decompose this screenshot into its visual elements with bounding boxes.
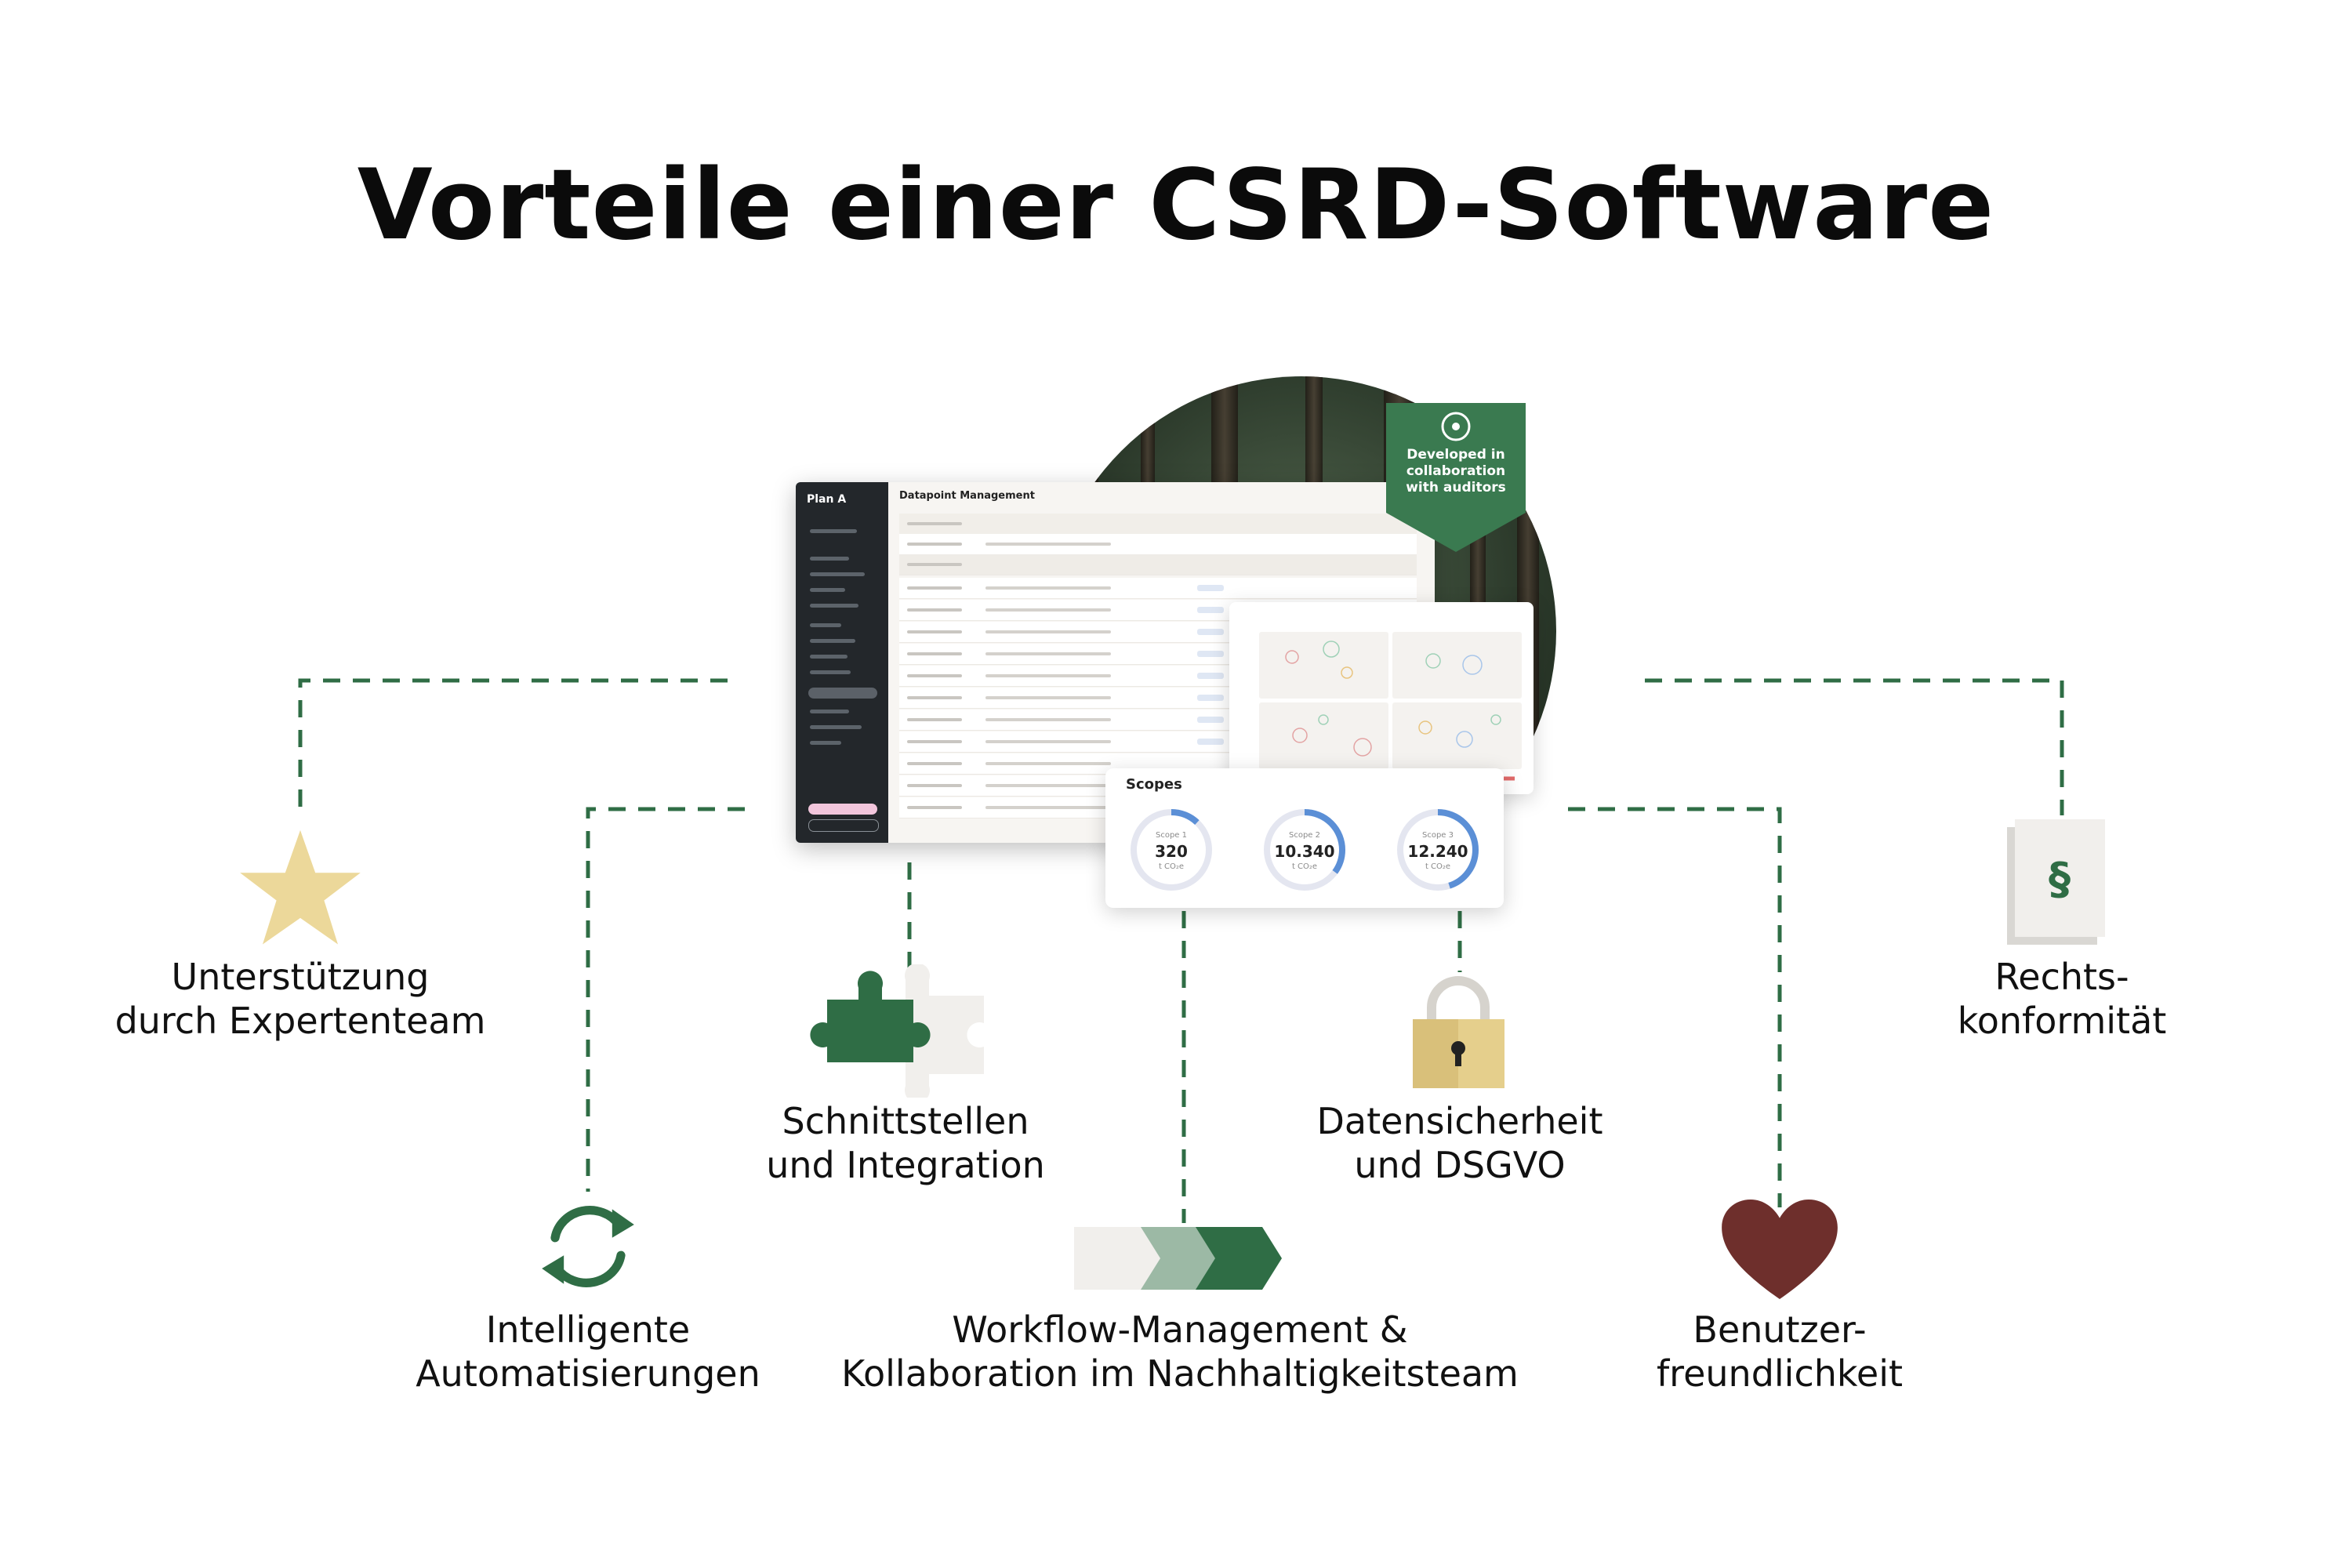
scope-value: 320 xyxy=(1155,842,1188,861)
benefit-compliance-label: Rechts-konformität xyxy=(1957,956,2167,1042)
refresh-arrows-icon xyxy=(542,1206,634,1287)
scope-unit: t CO₂e xyxy=(1158,862,1185,871)
connector-compliance xyxy=(1645,678,2064,815)
scope-ring-fill-2 xyxy=(1264,809,1345,891)
scope-value: 12.240 xyxy=(1407,842,1468,861)
dashboard-heading: Datapoint Management xyxy=(899,490,1035,502)
scope-label: Scope 3 xyxy=(1421,831,1454,840)
paragraph-document-icon: § xyxy=(2007,819,2105,945)
star-icon xyxy=(240,829,361,945)
chevron-steps-icon xyxy=(1074,1227,1282,1290)
connector-automation xyxy=(586,807,745,1192)
scope-unit: t CO₂e xyxy=(1291,862,1318,871)
page-title: Vorteile einer CSRD-Software xyxy=(357,149,1995,262)
dashboard-logo: Plan A xyxy=(807,493,847,506)
scope-ring-fill-3 xyxy=(1397,809,1479,891)
benefit-workflow-label: Workflow-Management &Kollaboration im Na… xyxy=(841,1308,1519,1395)
scope-label: Scope 1 xyxy=(1155,831,1187,840)
svg-text:§: § xyxy=(2049,854,2071,905)
connector-experts xyxy=(298,678,728,808)
scope-ring-fill-1 xyxy=(1131,809,1212,891)
scope-ring-1 xyxy=(1131,809,1212,891)
benefit-usability-label: Benutzer-freundlichkeit xyxy=(1656,1308,1904,1395)
heart-icon xyxy=(1722,1200,1838,1300)
dashboard-sidebar: Plan A xyxy=(796,482,888,843)
scope-unit: t CO₂e xyxy=(1425,862,1451,871)
connector-usability xyxy=(1568,807,1782,1207)
scope-ring-3 xyxy=(1397,809,1479,891)
auditor-badge-text: Developed in collaboration with auditors xyxy=(1406,447,1506,495)
materiality-matrix-card xyxy=(1229,602,1534,794)
scope-value: 10.340 xyxy=(1274,842,1335,861)
puzzle-icon xyxy=(810,964,984,1098)
auditor-badge xyxy=(1386,403,1526,552)
scope-label: Scope 2 xyxy=(1288,831,1320,840)
scope-ring-2 xyxy=(1264,809,1345,891)
scopes-title: Scopes xyxy=(1126,776,1182,793)
padlock-icon xyxy=(1413,976,1504,1088)
